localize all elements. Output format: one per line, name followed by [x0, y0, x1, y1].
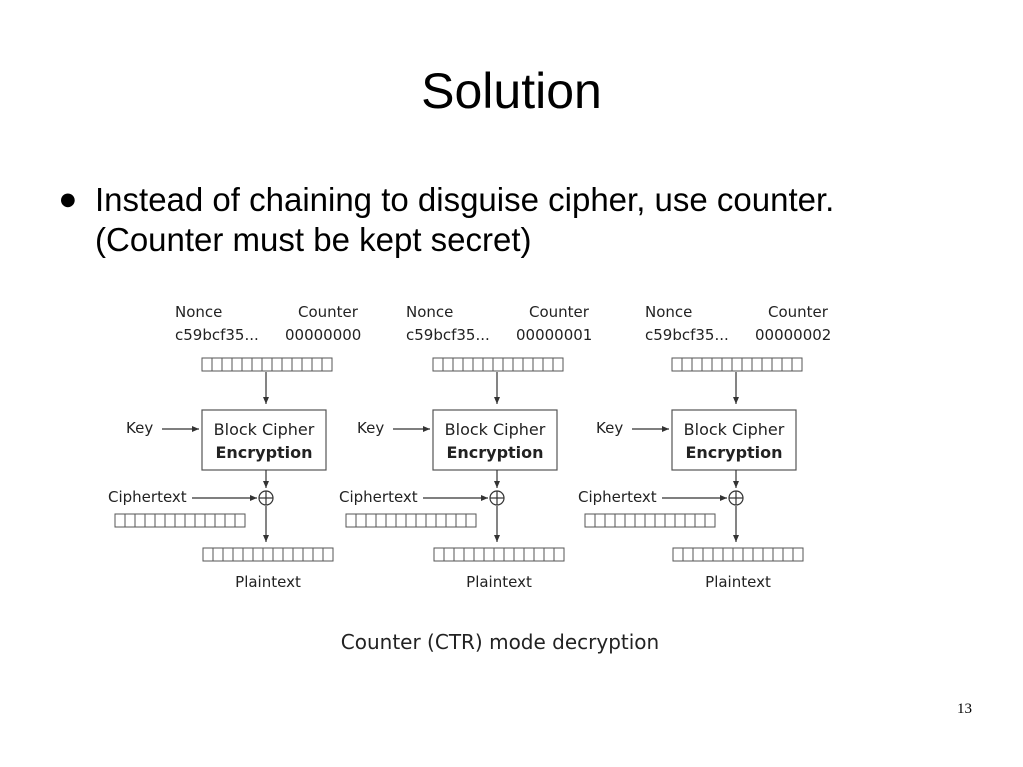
block-cipher-box: [671, 409, 797, 471]
ciphertext-label: Ciphertext: [578, 488, 657, 506]
counter-input-bits: [432, 357, 564, 372]
diagram-caption: Counter (CTR) mode decryption: [341, 630, 659, 654]
block-cipher-label: Block Cipher: [445, 420, 546, 439]
counter-value: 00000002: [755, 326, 831, 344]
key-label: Key: [596, 419, 623, 437]
xor-icon: [489, 490, 505, 506]
plaintext-bits: [433, 547, 565, 562]
counter-label: Counter: [298, 303, 359, 321]
slide-title: Solution: [421, 63, 602, 119]
plaintext-label: Plaintext: [466, 573, 532, 591]
plaintext-bits: [202, 547, 334, 562]
ciphertext-bits: [584, 513, 716, 528]
nonce-label: Nonce: [645, 303, 692, 321]
block-cipher-label: Block Cipher: [214, 420, 315, 439]
nonce-label: Nonce: [175, 303, 222, 321]
encryption-label: Encryption: [685, 443, 782, 462]
nonce-value: c59bcf35...: [175, 326, 259, 344]
nonce-label: Nonce: [406, 303, 453, 321]
bullet-text: Instead of chaining to disguise cipher, …: [95, 181, 835, 258]
counter-label: Counter: [768, 303, 829, 321]
nonce-value: c59bcf35...: [645, 326, 729, 344]
counter-input-bits: [671, 357, 803, 372]
block-cipher-box: [201, 409, 327, 471]
encryption-label: Encryption: [215, 443, 312, 462]
counter-value: 00000001: [516, 326, 592, 344]
block-cipher-box: [432, 409, 558, 471]
ciphertext-bits: [345, 513, 477, 528]
xor-icon: [728, 490, 744, 506]
counter-label: Counter: [529, 303, 590, 321]
xor-icon: [258, 490, 274, 506]
plaintext-bits: [672, 547, 804, 562]
plaintext-label: Plaintext: [235, 573, 301, 591]
counter-input-bits: [201, 357, 333, 372]
ciphertext-label: Ciphertext: [339, 488, 418, 506]
counter-value: 00000000: [285, 326, 361, 344]
encryption-label: Encryption: [446, 443, 543, 462]
key-label: Key: [357, 419, 384, 437]
key-label: Key: [126, 419, 153, 437]
bullet-marker: ●: [60, 189, 76, 210]
plaintext-label: Plaintext: [705, 573, 771, 591]
block-cipher-label: Block Cipher: [684, 420, 785, 439]
nonce-value: c59bcf35...: [406, 326, 490, 344]
ciphertext-label: Ciphertext: [108, 488, 187, 506]
ciphertext-bits: [114, 513, 246, 528]
page-number: 13: [957, 701, 972, 717]
